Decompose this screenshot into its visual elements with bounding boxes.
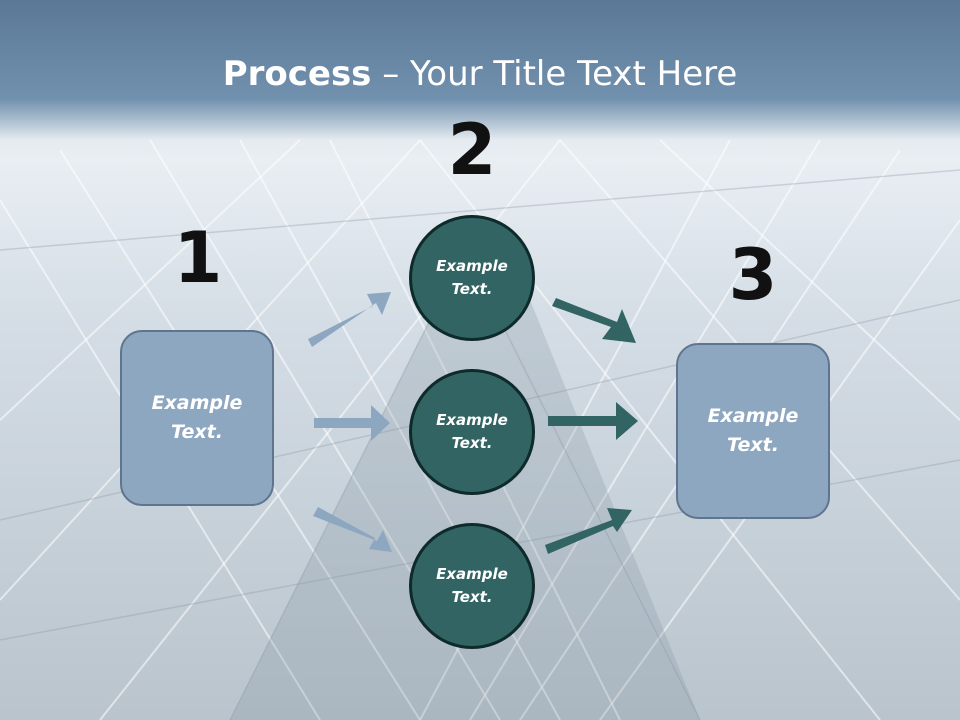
slide-title: Process – Your Title Text Here [0,52,960,96]
step-number-3: 3 [728,234,778,316]
step-1-label: Example Text. [151,392,243,443]
circle-bottom-label: Example Text. [436,565,508,606]
title-bold: Process [222,54,372,94]
step-2-circle-top[interactable]: Example Text. [409,215,535,341]
step-2-circle-bottom[interactable]: Example Text. [409,523,535,649]
circle-top-label: Example Text. [436,257,508,298]
step-2-circle-middle[interactable]: Example Text. [409,369,535,495]
step-number-2: 2 [447,109,497,191]
step-1-box[interactable]: Example Text. [120,330,274,506]
step-3-label: Example Text. [707,405,799,456]
arrow-from-top-circle [552,298,636,343]
arrow-to-top-circle [308,292,391,347]
arrow-from-middle-circle [548,402,638,440]
circle-middle-label: Example Text. [436,411,508,452]
arrow-to-middle-circle [314,405,390,441]
step-3-box[interactable]: Example Text. [676,343,830,519]
title-rest: – Your Title Text Here [371,54,738,94]
arrow-from-bottom-circle [545,508,632,554]
step-number-1: 1 [173,217,223,299]
arrow-to-bottom-circle [313,507,392,552]
title-bar [0,0,960,140]
